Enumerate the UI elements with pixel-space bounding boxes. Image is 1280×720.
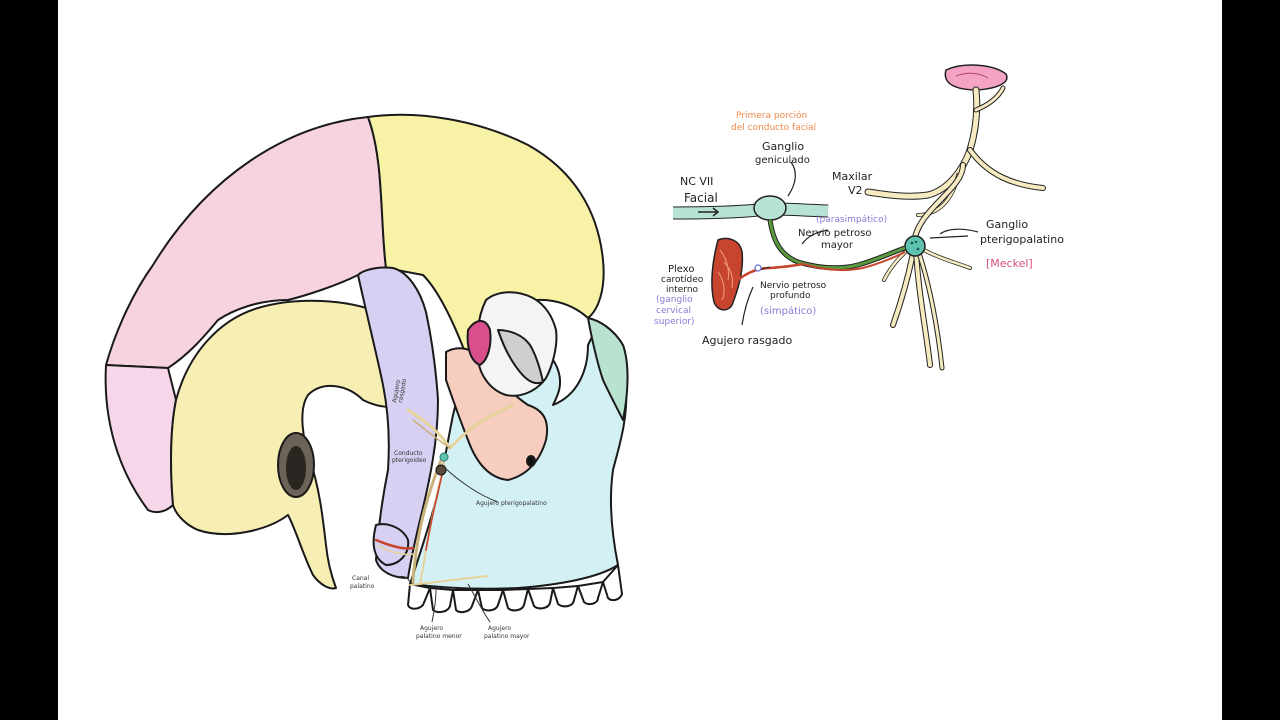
label-maxilar: Maxilar [832, 170, 873, 183]
left-letterbox [0, 0, 58, 720]
nerve-schematic: Primera porción del conducto facial Gang… [654, 64, 1064, 371]
palatine-nerve-bundle [411, 453, 445, 584]
label-agujero-palatino-mayor-1: Agujero [488, 625, 511, 632]
label-ganglio-geniculado-2: geniculado [755, 155, 810, 166]
label-small-1: Conducto [394, 450, 423, 457]
teeth [407, 564, 623, 614]
label-agujero-palatino-menor-2: palatino menor [416, 633, 462, 640]
anatomy-diagram: Agujero pterigopalatino Canal palatino A… [104, 64, 1064, 640]
greater-palatine-artery [425, 474, 443, 551]
pterygopalatine-ganglion [904, 235, 926, 257]
lacrimal-gland [944, 64, 1008, 91]
label-v2: V2 [848, 184, 863, 197]
deep-petrosal-nerve [737, 262, 804, 281]
skull-nerves [374, 403, 515, 586]
label-simpatico: (simpático) [760, 305, 816, 317]
label-nc-vii: NC VII [680, 175, 713, 188]
label-meckel: [Meckel] [986, 257, 1033, 270]
label-canal: Canal [352, 575, 369, 582]
label-palatino: palatino [350, 583, 375, 590]
occipital-bone [104, 364, 177, 514]
label-primera-porcion: Primera porción [736, 110, 807, 121]
geniculate-ganglion [753, 195, 787, 221]
label-conducto-facial: del conducto facial [731, 123, 816, 133]
right-letterbox [1222, 0, 1280, 720]
label-plexo-3: interno [666, 285, 699, 295]
label-fossa-1: Agujero [391, 379, 402, 403]
maxillary-nerve-skull [406, 403, 515, 451]
maxillary-nerve-tree [864, 85, 1046, 371]
facial-nerve [672, 195, 829, 221]
label-facial: Facial [684, 191, 718, 205]
label-plexo-1: Plexo [668, 264, 695, 275]
label-nervio-petroso-profundo-2: profundo [770, 291, 811, 301]
label-nervio-petroso-mayor-2: mayor [821, 240, 854, 251]
pterygopalatine-ganglion-skull [439, 452, 449, 462]
label-ganglio-geniculado-1: Ganglio [762, 140, 804, 153]
label-ganglio-cervical-1: (ganglio [656, 295, 693, 305]
label-agujero-palatino-mayor-2: palatino mayor [484, 633, 530, 640]
vidian-nerve [374, 538, 415, 550]
infraorbital-foramen [526, 455, 536, 467]
palate-line [409, 575, 489, 586]
label-plexo-2: carotídeo [661, 275, 704, 285]
label-small-2: pterigoideo [392, 457, 427, 464]
internal-carotid-artery [711, 237, 744, 311]
lacrimal-bone [466, 320, 492, 366]
orbit-floor [497, 329, 544, 385]
label-ganglio-ptg-2: pterigopalatino [980, 233, 1064, 246]
label-parasimpatico: (parasimpático) [816, 215, 887, 225]
label-fossa-2: rasgado [397, 378, 408, 403]
diagram-canvas: Agujero pterigopalatino Canal palatino A… [58, 0, 1222, 720]
skull-labels: Agujero pterigopalatino Canal palatino A… [350, 378, 547, 640]
skull-illustration [104, 113, 629, 614]
label-ganglio-cervical-3: superior) [654, 317, 695, 327]
label-agujero-rasgado: Agujero rasgado [702, 334, 793, 347]
nasal-bone [587, 317, 629, 421]
sphenoid-bone [357, 266, 439, 579]
label-ganglio-ptg-1: Ganglio [986, 218, 1028, 231]
label-nervio-petroso-mayor-1: Nervio petroso [798, 228, 872, 239]
label-agujero-palatino-menor-1: Agujero [420, 625, 443, 632]
label-nervio-petroso-profundo-1: Nervio petroso [760, 281, 827, 291]
label-agujero-pterigopalatino: Agujero pterigopalatino [476, 500, 547, 507]
label-ganglio-cervical-2: cervical [656, 306, 691, 316]
